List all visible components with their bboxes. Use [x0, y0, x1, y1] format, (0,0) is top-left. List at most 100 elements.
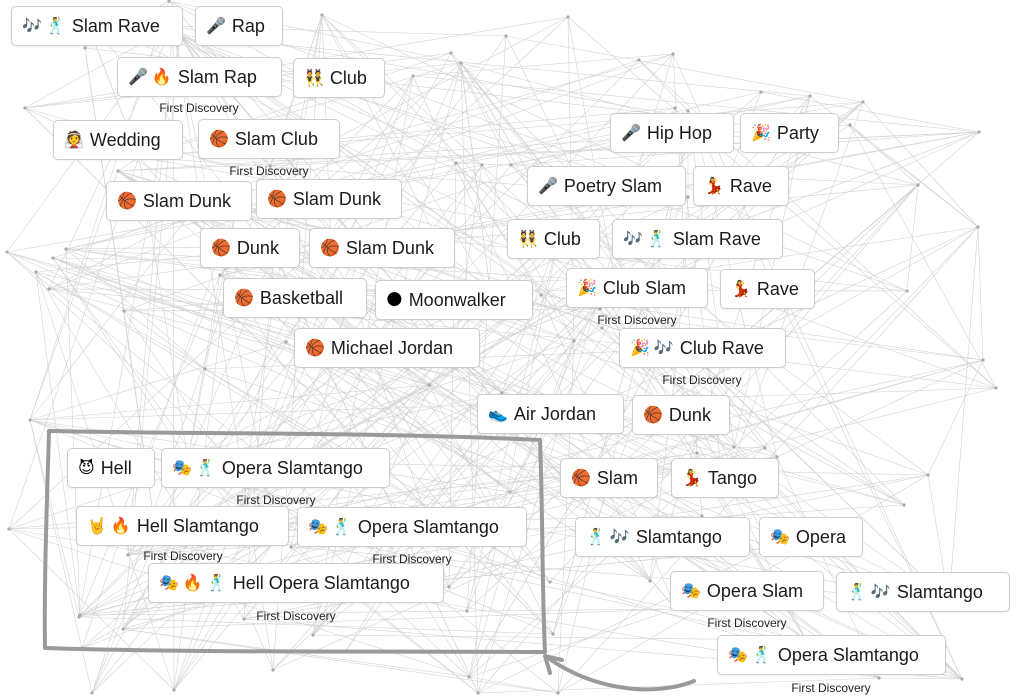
emoji-icon: 🎭: [308, 517, 328, 536]
element-icon: 👟: [488, 406, 508, 422]
emoji-icon: 🕺: [331, 517, 352, 536]
element-icon: 🏀: [117, 193, 137, 209]
element-icon: 💃: [704, 178, 724, 194]
element-icon: 🏀: [320, 240, 340, 256]
element-icon: 🎉: [577, 280, 597, 296]
element-chip-dunk[interactable]: 🏀Dunk: [632, 395, 730, 435]
element-icon: 👰: [64, 132, 84, 148]
emoji-icon: 🔥: [110, 516, 131, 535]
emoji-icon: 😈: [78, 458, 95, 477]
emoji-icon: 🏀: [305, 338, 325, 357]
emoji-icon: 🕺: [206, 573, 227, 592]
first-discovery-label: First Discovery: [159, 101, 239, 115]
emoji-icon: 🎶: [609, 527, 630, 546]
emoji-icon: 🎭: [159, 573, 179, 592]
element-chip-slamtango[interactable]: 🕺🎶Slamtango: [575, 517, 750, 557]
emoji-icon: 👯: [518, 229, 538, 248]
first-discovery-label: First Discovery: [256, 609, 336, 623]
element-chip-opera-slamtango[interactable]: 🎭🕺Opera Slamtango: [161, 448, 390, 488]
element-icon: 💃: [731, 281, 751, 297]
element-chip-tango[interactable]: 💃Tango: [671, 458, 779, 498]
first-discovery-label: First Discovery: [707, 616, 787, 630]
emoji-icon: 🕺: [847, 582, 867, 601]
element-icon: 🎤: [538, 178, 558, 194]
element-icon: 🌑: [386, 292, 403, 308]
emoji-icon: 🎶: [623, 229, 643, 248]
element-chip-rap[interactable]: 🎤Rap: [195, 6, 283, 46]
first-discovery-label: First Discovery: [143, 549, 223, 563]
element-chip-slam-rap[interactable]: 🎤🔥Slam Rap: [117, 57, 282, 97]
element-icon: 🎶🕺: [623, 231, 667, 247]
first-discovery-label: First Discovery: [791, 681, 871, 695]
emoji-icon: 🏀: [643, 405, 663, 424]
emoji-icon: 🎶: [653, 338, 674, 357]
element-chip-club[interactable]: 👯Club: [507, 219, 600, 259]
element-icon: 🏀: [305, 340, 325, 356]
element-chip-michael-jordan[interactable]: 🏀Michael Jordan: [294, 328, 480, 368]
element-icon: 👯: [304, 70, 324, 86]
element-chip-hell[interactable]: 😈Hell: [67, 448, 155, 488]
element-chip-slam-rave[interactable]: 🎶🕺Slam Rave: [11, 6, 183, 46]
element-chip-poetry-slam[interactable]: 🎤Poetry Slam: [527, 166, 686, 206]
emoji-icon: 🕺: [751, 645, 772, 664]
element-chip-wedding[interactable]: 👰Wedding: [53, 120, 183, 160]
emoji-icon: 🎭: [172, 458, 192, 477]
element-icon: 🎭🔥🕺: [159, 575, 227, 591]
emoji-icon: 🎤: [538, 176, 558, 195]
element-chip-hip-hop[interactable]: 🎤Hip Hop: [610, 113, 734, 153]
element-chip-slam-rave[interactable]: 🎶🕺Slam Rave: [612, 219, 783, 259]
emoji-icon: 🎤: [621, 123, 641, 142]
emoji-icon: 👰: [64, 130, 84, 149]
element-icon: 🏀: [267, 191, 287, 207]
first-discovery-label: First Discovery: [229, 164, 309, 178]
emoji-icon: 🎶: [870, 582, 891, 601]
element-icon: 🏀: [643, 407, 663, 423]
element-icon: 😈: [78, 460, 95, 476]
element-chip-slamtango[interactable]: 🕺🎶Slamtango: [836, 572, 1010, 612]
element-icon: 🕺🎶: [847, 584, 891, 600]
element-icon: 🏀: [234, 290, 254, 306]
element-chip-club[interactable]: 👯Club: [293, 58, 385, 98]
emoji-icon: 🏀: [117, 191, 137, 210]
element-chip-moonwalker[interactable]: 🌑Moonwalker: [375, 280, 533, 320]
element-chip-opera[interactable]: 🎭Opera: [759, 517, 863, 557]
emoji-icon: 🎶: [22, 16, 42, 35]
element-chip-air-jordan[interactable]: 👟Air Jordan: [477, 394, 624, 434]
emoji-icon: 🤘: [87, 516, 107, 535]
element-chip-slam-club[interactable]: 🏀Slam Club: [198, 119, 340, 159]
element-icon: 🏀: [571, 470, 591, 486]
element-chip-club-slam[interactable]: 🎉Club Slam: [566, 268, 708, 308]
element-icon: 🕺🎶: [586, 529, 630, 545]
element-icon: 🎭🕺: [308, 519, 352, 535]
element-chip-dunk[interactable]: 🏀Dunk: [200, 228, 300, 268]
element-chip-opera-slamtango[interactable]: 🎭🕺Opera Slamtango: [717, 635, 946, 675]
element-chip-slam-dunk[interactable]: 🏀Slam Dunk: [309, 228, 455, 268]
element-chip-rave[interactable]: 💃Rave: [720, 269, 815, 309]
emoji-icon: 👯: [304, 68, 324, 87]
element-chip-basketball[interactable]: 🏀Basketball: [223, 278, 367, 318]
element-chip-slam[interactable]: 🏀Slam: [560, 458, 658, 498]
element-chip-club-rave[interactable]: 🎉🎶Club Rave: [619, 328, 786, 368]
element-chip-slam-dunk[interactable]: 🏀Slam Dunk: [106, 181, 252, 221]
first-discovery-label: First Discovery: [372, 552, 452, 566]
element-icon: 🏀: [211, 240, 231, 256]
element-chip-opera-slam[interactable]: 🎭Opera Slam: [670, 571, 824, 611]
emoji-icon: 💃: [731, 279, 751, 298]
emoji-icon: 👟: [488, 404, 508, 423]
element-chip-hell-opera-slamtango[interactable]: 🎭🔥🕺Hell Opera Slamtango: [148, 563, 444, 603]
element-icon: 🎭🕺: [728, 647, 772, 663]
emoji-icon: 🏀: [267, 189, 287, 208]
element-chip-rave[interactable]: 💃Rave: [693, 166, 789, 206]
element-chip-party[interactable]: 🎉Party: [740, 113, 839, 153]
element-chip-slam-dunk[interactable]: 🏀Slam Dunk: [256, 179, 402, 219]
emoji-icon: 🌑: [386, 290, 403, 309]
emoji-icon: 🏀: [320, 238, 340, 257]
element-icon: 🎶🕺: [22, 18, 66, 34]
emoji-icon: 🎉: [577, 278, 597, 297]
emoji-icon: 🏀: [211, 238, 231, 257]
emoji-icon: 🔥: [182, 573, 203, 592]
element-chip-opera-slamtango[interactable]: 🎭🕺Opera Slamtango: [297, 507, 527, 547]
element-icon: 🎤🔥: [128, 69, 172, 85]
element-chip-hell-slamtango[interactable]: 🤘🔥Hell Slamtango: [76, 506, 289, 546]
emoji-icon: 🎭: [681, 581, 701, 600]
